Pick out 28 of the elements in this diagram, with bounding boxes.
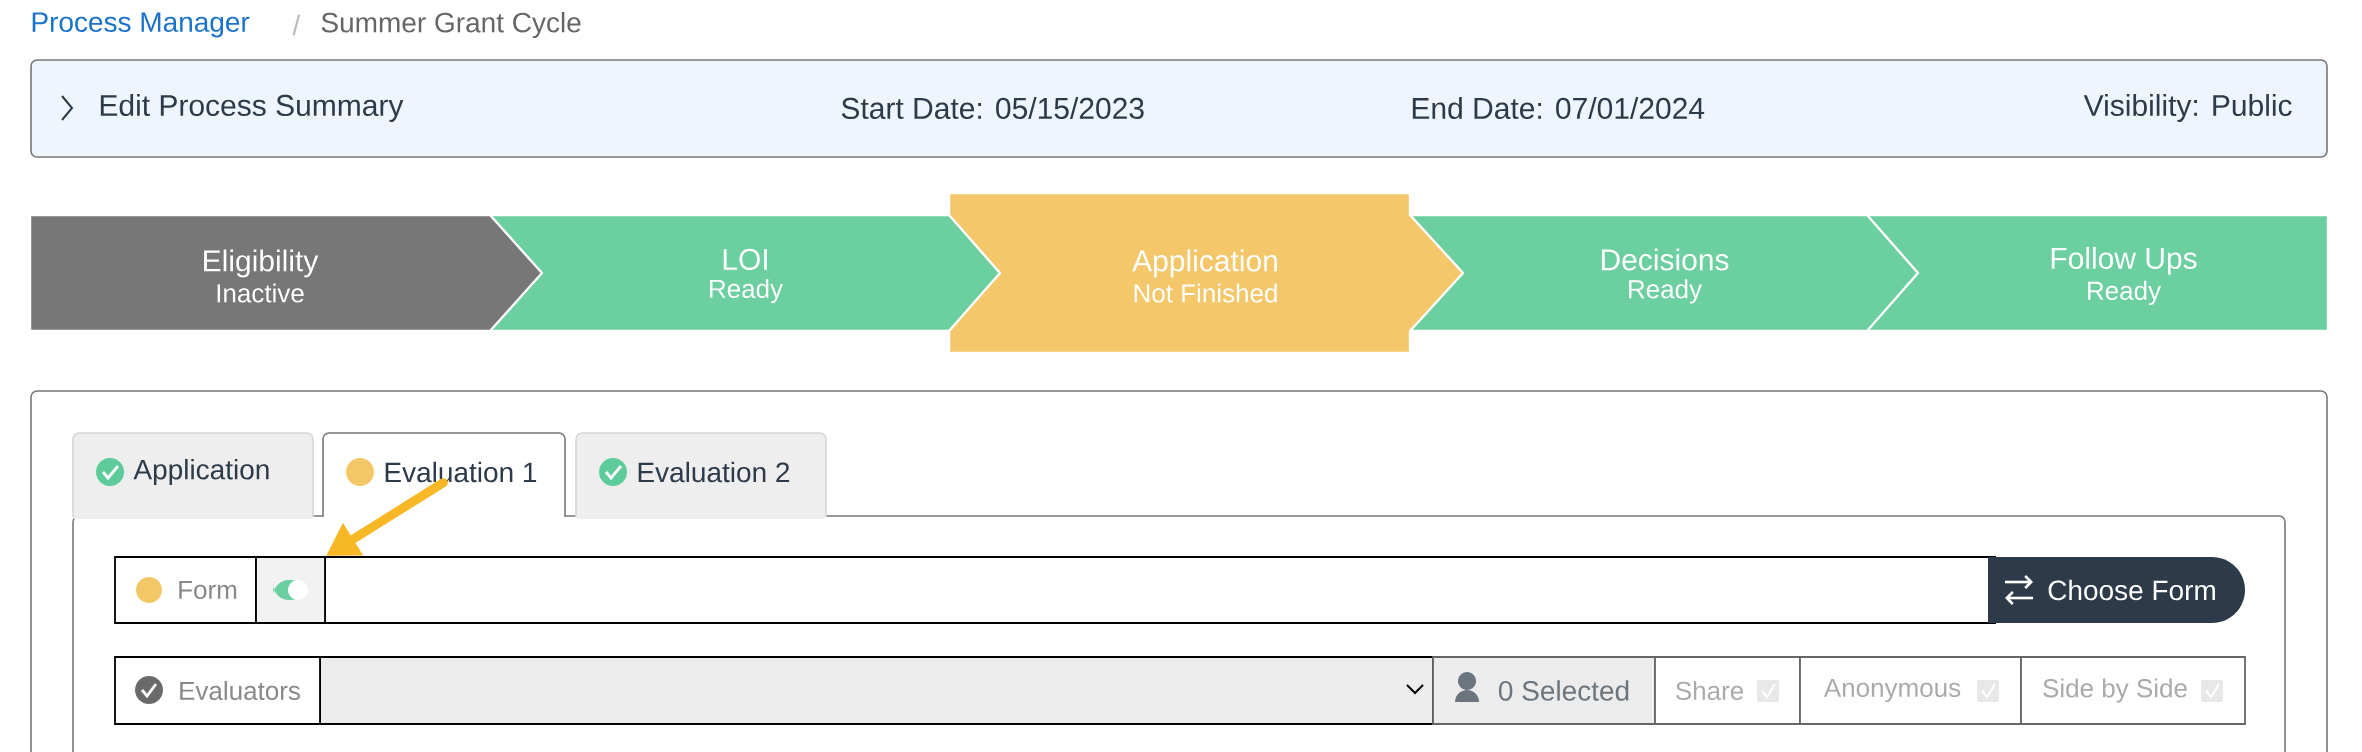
step-status: Ready xyxy=(1629,279,1703,304)
process-step xyxy=(947,191,1465,355)
step-title: Eligibility xyxy=(204,249,319,278)
step-status: Not Finished xyxy=(1134,283,1277,303)
field-label: Form xyxy=(114,556,257,624)
tab: Evaluation 1 xyxy=(322,432,566,519)
option-toggle: Anonymous xyxy=(1799,656,2022,725)
step-status: Ready xyxy=(710,278,784,304)
end-date-text: End Date: 07/01/2024 xyxy=(1412,97,1705,119)
toggle-switch xyxy=(255,556,326,624)
step-title: Follow Ups xyxy=(2051,246,2197,275)
option-toggle: Share xyxy=(1654,656,1801,725)
tab: Application xyxy=(72,432,314,519)
start-date-text: Start Date: 05/15/2023 xyxy=(841,97,1144,119)
visibility-text: Visibility: Public xyxy=(2083,94,2292,122)
step-status: Inactive xyxy=(217,283,304,303)
step-status: Ready xyxy=(2088,280,2162,306)
summary-bar xyxy=(30,59,2328,158)
step-title: Application xyxy=(1132,249,1277,278)
selected-count: 0 Selected xyxy=(1432,656,1656,725)
process-step xyxy=(28,213,544,333)
choose-form-button: Choose Form xyxy=(1988,557,2245,623)
step-title: Decisions xyxy=(1601,248,1729,271)
tab: Evaluation 2 xyxy=(575,432,827,519)
summary-title: Edit Process Summary xyxy=(100,94,404,122)
option-toggle: Side by Side xyxy=(2020,656,2246,725)
step-title: LOI xyxy=(723,248,767,271)
field-label: Evaluators xyxy=(114,656,321,725)
